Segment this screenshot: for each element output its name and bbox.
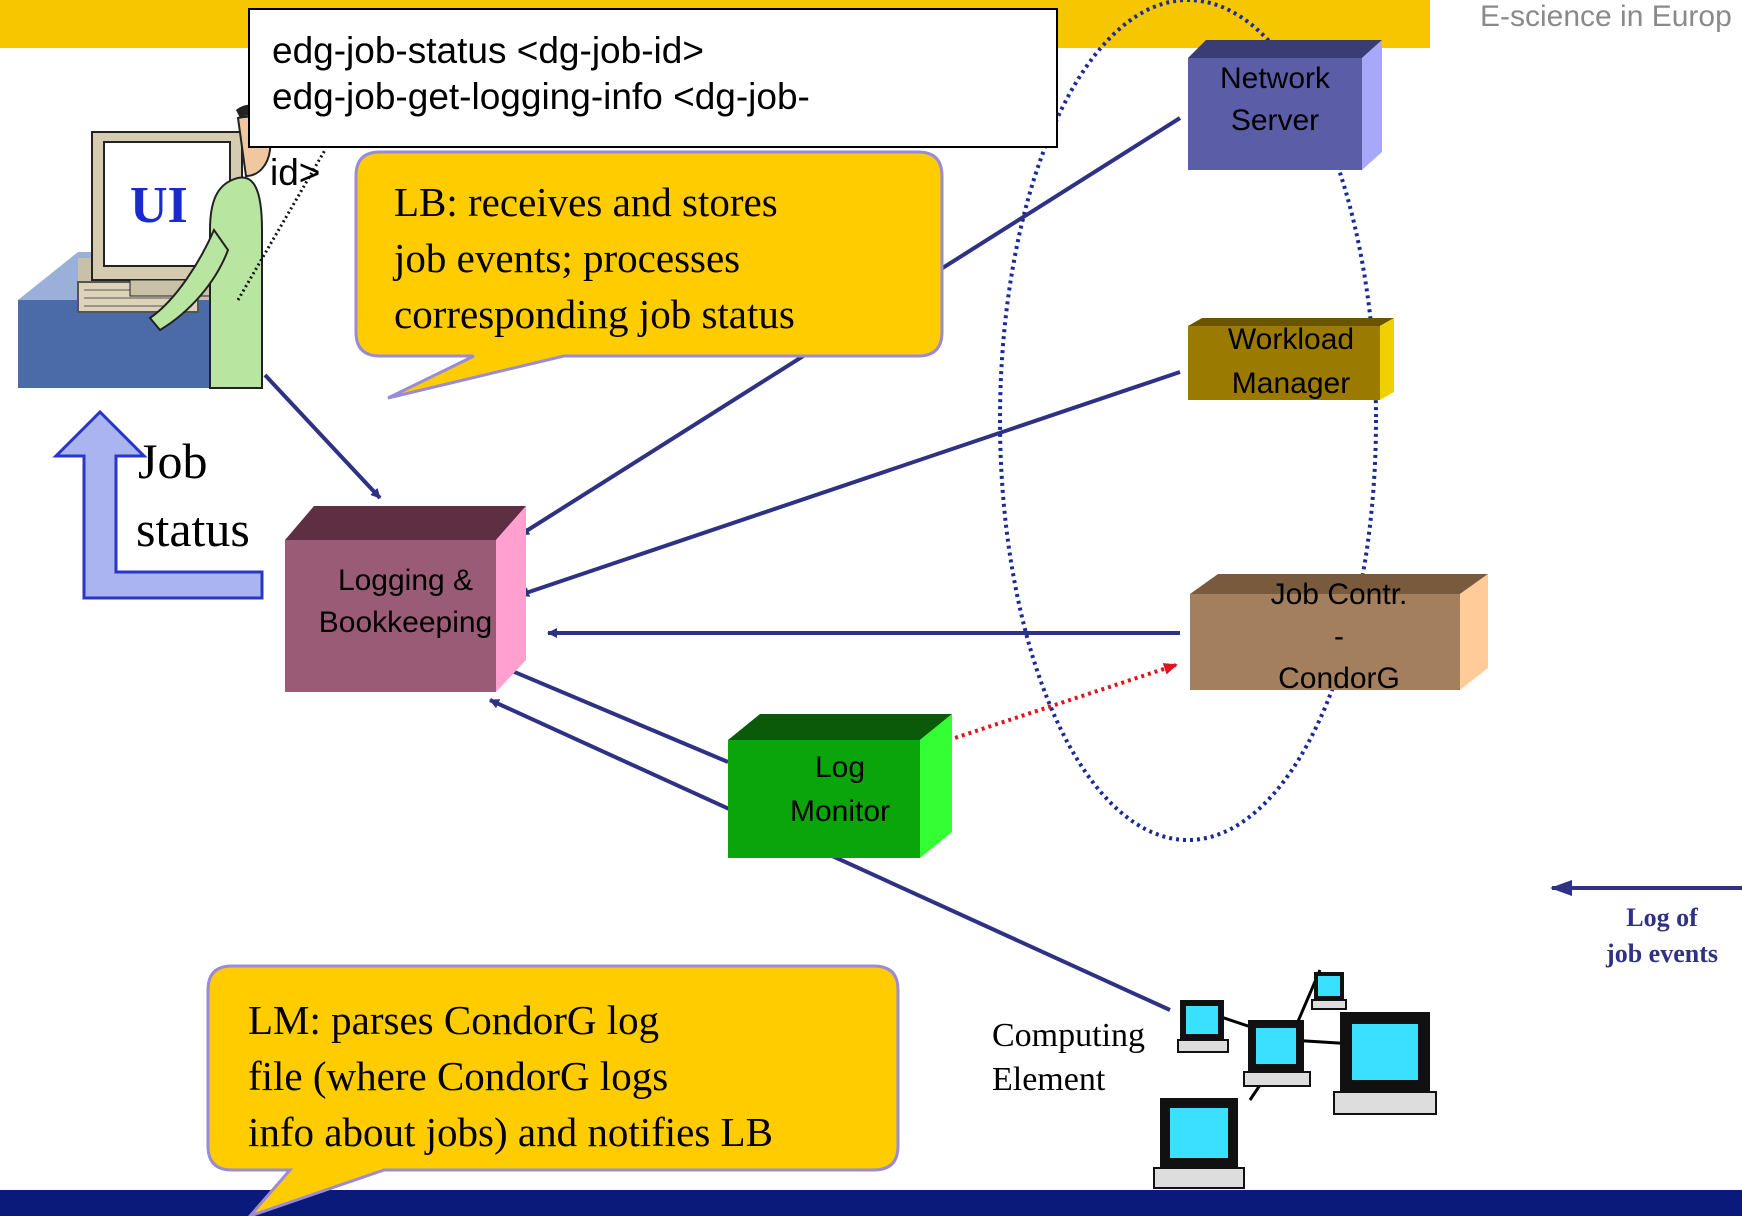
- logging-bookkeeping-box: [285, 506, 526, 692]
- log-monitor-label: Log Monitor: [750, 746, 930, 834]
- logging-bookkeeping-label-line1: Logging &: [337, 564, 474, 597]
- command-line-2: edg-job-get-logging-info <dg-job-: [272, 76, 810, 117]
- computing-element-label: Computing Element: [992, 1014, 1145, 1102]
- lb-callout-bubble: [354, 150, 944, 400]
- command-box: edg-job-status <dg-job-id> edg-job-get-l…: [248, 8, 1058, 148]
- logging-bookkeeping-label-line2: Bookkeeping: [318, 606, 493, 639]
- lm-callout-line2: file (where CondorG logs: [248, 1053, 669, 1099]
- computing-element-label-line1: Computing: [992, 1017, 1146, 1054]
- workload-manager-label-line2: Manager: [1231, 367, 1351, 400]
- arrow-wm-to-lb: [519, 370, 1181, 597]
- job-controller-box: [1190, 574, 1488, 690]
- log-monitor-box: [728, 714, 952, 858]
- arrow-lm-to-lb: [504, 666, 729, 764]
- job-controller-label: Job Contr. - CondorG: [1190, 574, 1488, 700]
- lm-callout-line3: info about jobs) and notifies LB: [248, 1109, 773, 1155]
- computing-element-label-line2: Element: [992, 1061, 1106, 1098]
- logging-bookkeeping-label: Logging & Bookkeeping: [285, 560, 526, 644]
- arrow-ui-to-lb: [263, 373, 382, 500]
- workload-manager-label: Workload Manager: [1188, 318, 1394, 406]
- lb-callout-line3: corresponding job status: [394, 291, 795, 337]
- lm-callout-line1: LM: parses CondorG log: [248, 997, 660, 1043]
- log-monitor-label-line1: Log: [814, 751, 866, 784]
- lm-callout-text: LM: parses CondorG log file (where Condo…: [248, 992, 773, 1160]
- command-box-pointer: [236, 149, 327, 301]
- network-server-label-line2: Server: [1230, 104, 1320, 137]
- job-status-arrow: [52, 409, 264, 600]
- legend-label-line2: job events: [1606, 939, 1718, 968]
- brand-text: E-science in Europ: [1480, 0, 1732, 33]
- network-server-label-line1: Network: [1219, 62, 1331, 95]
- legend-label: Log of job events: [1582, 900, 1742, 972]
- network-server-box: [1188, 40, 1382, 170]
- job-status-label-line1: Job: [138, 433, 208, 489]
- job-controller-label-line1: Job Contr.: [1270, 578, 1408, 611]
- lb-callout-text: LB: receives and stores job events; proc…: [394, 174, 795, 342]
- lb-callout-line2: job events; processes: [394, 235, 741, 281]
- lm-callout-bubble: [206, 964, 900, 1216]
- wms-boundary-ellipse: [998, 0, 1378, 842]
- computing-element-icon: [1153, 969, 1437, 1189]
- lb-callout-line1: LB: receives and stores: [394, 179, 778, 225]
- workload-manager-box: [1188, 318, 1394, 400]
- command-line-1: edg-job-status <dg-job-id>: [272, 30, 704, 71]
- legend-label-line1: Log of: [1626, 903, 1698, 932]
- log-monitor-label-line2: Monitor: [789, 795, 891, 828]
- network-server-label: Network Server: [1188, 58, 1362, 142]
- job-controller-label-line3: CondorG: [1278, 662, 1400, 695]
- ui-label: UI: [130, 177, 188, 234]
- ui-workstation-icon: [18, 104, 272, 389]
- job-controller-label-line2: -: [1334, 620, 1344, 653]
- job-status-label-line2: status: [136, 501, 250, 557]
- workload-manager-label-line1: Workload: [1227, 323, 1355, 356]
- command-line-3: id>: [270, 152, 321, 193]
